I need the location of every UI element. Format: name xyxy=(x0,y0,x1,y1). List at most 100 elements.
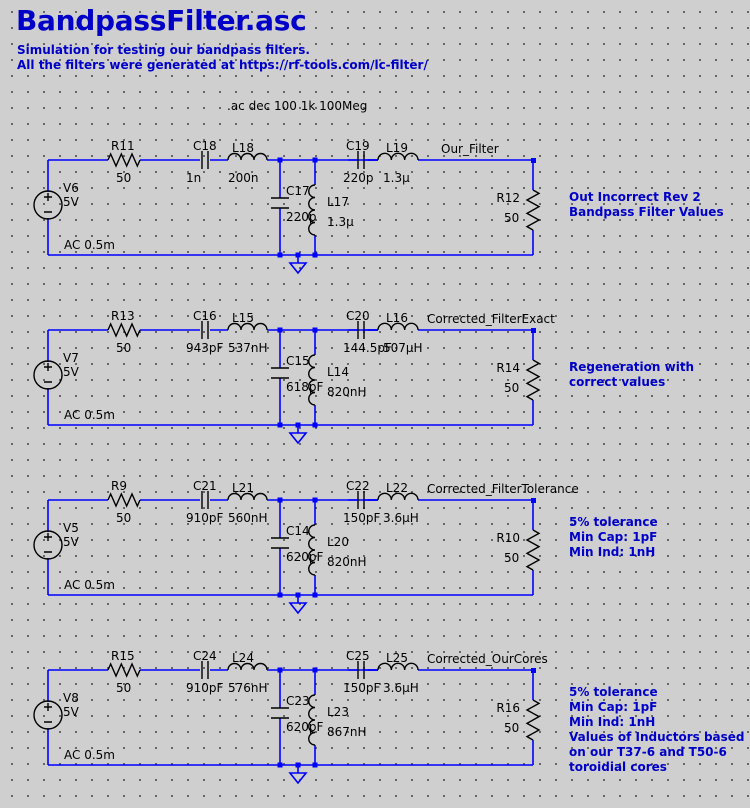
capacitor-icon[interactable] xyxy=(271,367,289,379)
source-value: 5V xyxy=(63,195,80,209)
capacitor-value: 150pF xyxy=(343,511,381,525)
junction-dot xyxy=(295,592,301,598)
circuit-comment: Min Cap: 1pF xyxy=(569,530,657,544)
polarity-icon xyxy=(44,533,52,553)
spice-directive[interactable]: .ac dec 100 1k 100Meg xyxy=(227,99,367,113)
resistor-name: R10 xyxy=(496,531,520,545)
inductor-value: 1.3µ xyxy=(327,215,354,229)
ground-icon xyxy=(288,772,308,785)
capacitor-icon[interactable] xyxy=(271,537,289,549)
junction-dot xyxy=(295,252,301,258)
resistor-name: R9 xyxy=(111,479,127,493)
capacitor-name: C19 xyxy=(346,139,370,153)
inductor-value: 3.6µH xyxy=(383,511,419,525)
net-label: Our_Filter xyxy=(441,142,499,156)
junction-dot xyxy=(312,252,318,258)
junction-dot xyxy=(295,422,301,428)
inductor-name: L22 xyxy=(386,481,408,495)
voltage-source-icon[interactable] xyxy=(33,190,63,220)
capacitor-icon[interactable] xyxy=(201,151,209,169)
source-name: V8 xyxy=(63,691,79,705)
capacitor-value: 620pF xyxy=(286,720,324,734)
junction-dot xyxy=(277,252,283,258)
subtitle-line-2: All the filters were generated at https:… xyxy=(17,58,428,72)
capacitor-name: C22 xyxy=(346,479,370,493)
capacitor-icon[interactable] xyxy=(201,661,209,679)
resistor-value: 50 xyxy=(116,341,131,355)
inductor-value: 537nH xyxy=(228,341,268,355)
capacitor-icon[interactable] xyxy=(271,197,289,209)
capacitor-value: 220p xyxy=(286,210,317,224)
capacitor-name: C20 xyxy=(346,309,370,323)
capacitor-value: 220p xyxy=(343,171,374,185)
inductor-name: L18 xyxy=(232,141,254,155)
inductor-value: 867nH xyxy=(327,725,367,739)
subtitle-line-1: Simulation for testing our bandpass filt… xyxy=(17,43,310,57)
junction-dot xyxy=(277,667,283,673)
polarity-icon xyxy=(44,703,52,723)
capacitor-value: 1n xyxy=(186,171,201,185)
voltage-source-icon[interactable] xyxy=(33,530,63,560)
polarity-icon xyxy=(44,193,52,213)
inductor-name: L21 xyxy=(232,481,254,495)
circuit-comment: correct values xyxy=(569,375,665,389)
capacitor-name: C15 xyxy=(286,354,310,368)
resistor-value: 50 xyxy=(504,721,519,735)
inductor-value: 820nH xyxy=(327,555,367,569)
circuit-comment: Min Ind: 1nH xyxy=(569,545,655,559)
junction-dot xyxy=(295,762,301,768)
capacitor-name: C16 xyxy=(193,309,217,323)
circuit-comment: on our T37-6 and T50-6 xyxy=(569,745,727,759)
inductor-name: L15 xyxy=(232,311,254,325)
voltage-source-icon[interactable] xyxy=(33,700,63,730)
net-label-flag xyxy=(531,328,536,333)
source-ac: AC 0.5m xyxy=(64,578,115,592)
circuit-comment: 5% tolerance xyxy=(569,515,658,529)
source-name: V6 xyxy=(63,181,79,195)
capacitor-value: 910pF xyxy=(186,511,224,525)
resistor-value: 50 xyxy=(504,381,519,395)
circuit-comment: Bandpass Filter Values xyxy=(569,205,724,219)
capacitor-value: 144.5pF xyxy=(343,341,392,355)
junction-dot xyxy=(277,422,283,428)
capacitor-value: 620pF xyxy=(286,550,324,564)
circuit-comment: Min Ind: 1nH xyxy=(569,715,655,729)
ground-icon xyxy=(288,602,308,615)
net-label-flag xyxy=(531,158,536,163)
inductor-value: 560nH xyxy=(228,511,268,525)
source-name: V5 xyxy=(63,521,79,535)
source-ac: AC 0.5m xyxy=(64,408,115,422)
net-label-flag xyxy=(531,498,536,503)
inductor-name: L23 xyxy=(327,705,349,719)
inductor-name: L19 xyxy=(386,141,408,155)
inductor-value: 1.3µ xyxy=(383,171,410,185)
capacitor-value: 943pF xyxy=(186,341,224,355)
junction-dot xyxy=(312,592,318,598)
inductor-value: 507µH xyxy=(383,341,423,355)
source-ac: AC 0.5m xyxy=(64,748,115,762)
voltage-source-icon[interactable] xyxy=(33,360,63,390)
net-label: Corrected_OurCores xyxy=(427,652,548,666)
capacitor-value: 910pF xyxy=(186,681,224,695)
capacitor-icon[interactable] xyxy=(201,321,209,339)
junction-dot xyxy=(312,667,318,673)
junction-dot xyxy=(277,327,283,333)
source-name: V7 xyxy=(63,351,79,365)
circuit-comment: Min Cap: 1pF xyxy=(569,700,657,714)
source-value: 5V xyxy=(63,705,80,719)
capacitor-icon[interactable] xyxy=(201,491,209,509)
source-value: 5V xyxy=(63,365,80,379)
resistor-name: R11 xyxy=(111,139,135,153)
polarity-icon xyxy=(44,363,52,383)
capacitor-icon[interactable] xyxy=(271,707,289,719)
junction-dot xyxy=(312,422,318,428)
capacitor-name: C21 xyxy=(193,479,217,493)
inductor-value: 3.6µH xyxy=(383,681,419,695)
inductor-name: L24 xyxy=(232,651,254,665)
resistor-name: R14 xyxy=(496,361,520,375)
